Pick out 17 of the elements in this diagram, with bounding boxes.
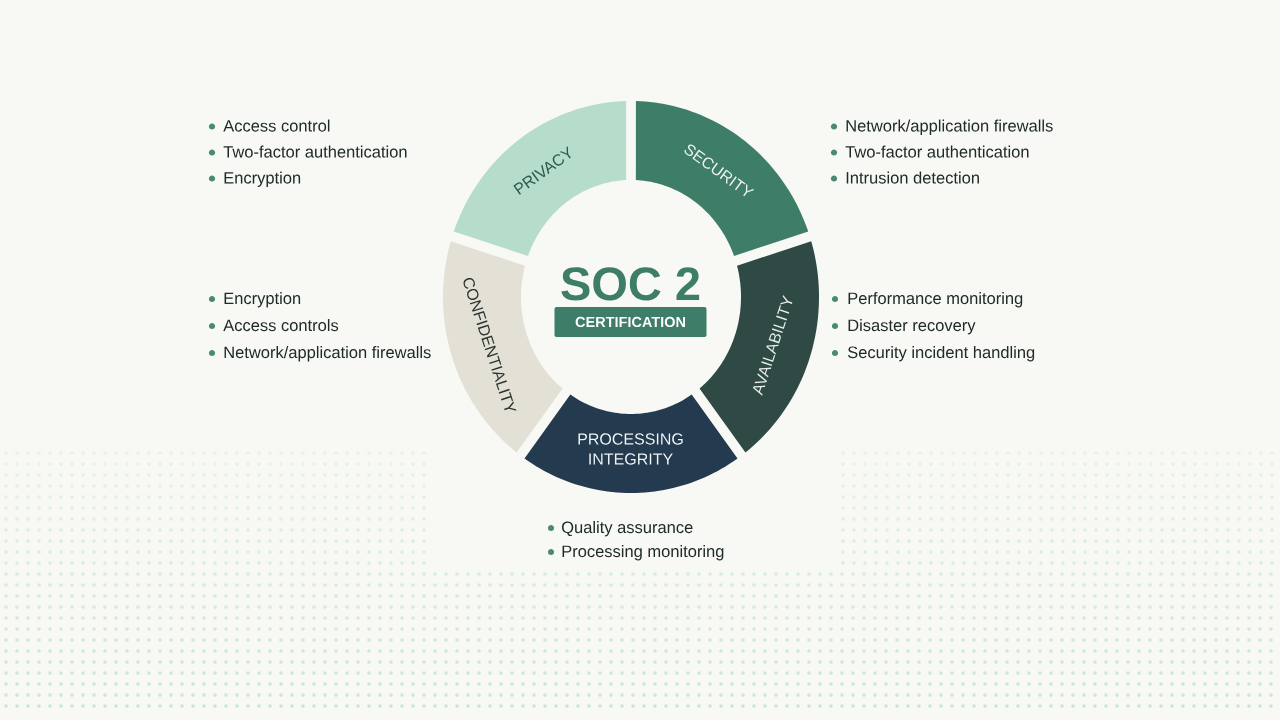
list-item: Quality assurance: [562, 521, 693, 537]
list-item: Processing monitoring: [562, 545, 724, 561]
list-item: Access controls: [223, 319, 339, 332]
list-item: Disaster recovery: [848, 319, 976, 335]
list-item: Network/application firewalls: [224, 346, 431, 362]
list-item: Access control: [223, 119, 330, 132]
ring-segment: PROCESSING INTEGRITY: [524, 394, 738, 493]
list-item: Two-factor authentication: [845, 145, 1029, 158]
list-item: Encryption: [224, 292, 301, 308]
list-item: Encryption: [224, 171, 301, 187]
heading: SOC 2: [561, 267, 700, 301]
list-item: Performance monitoring: [848, 292, 1023, 308]
list-item: Network/application firewalls: [846, 119, 1053, 135]
list-item: Intrusion detection: [846, 171, 979, 184]
list-item: Security incident handling: [847, 346, 1035, 362]
badge: CERTIFICATION: [554, 307, 707, 337]
list-item: Two-factor authentication: [223, 145, 407, 158]
